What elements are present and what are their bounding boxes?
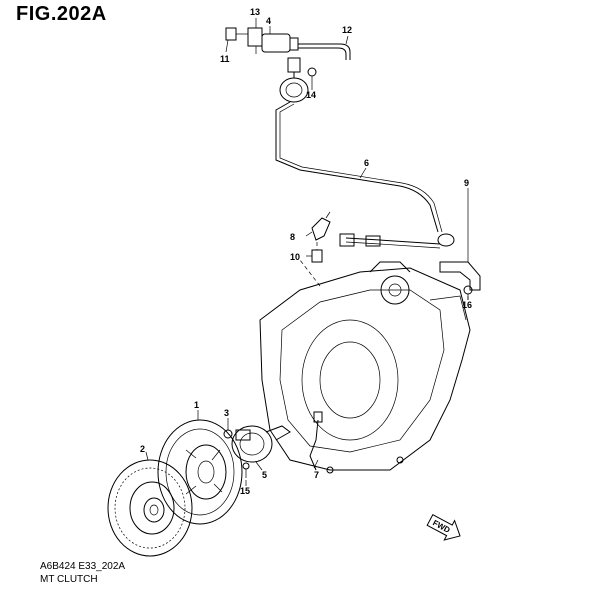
callout-3: 3 [224,408,229,418]
callout-16: 16 [462,300,472,310]
callout-4: 4 [266,16,271,26]
leader-lines [145,18,469,486]
callout-13: 13 [250,7,260,17]
master-cylinder [225,27,351,103]
pipe-bracket [439,261,481,300]
clutch-pipe [275,101,455,249]
callout-2: 2 [140,444,145,454]
callout-12: 12 [342,25,352,35]
callout-14: 14 [306,90,316,100]
clutch-disc [107,459,193,557]
transmission-housing [259,259,471,474]
callout-1: 1 [194,400,199,410]
callout-15: 15 [240,486,250,496]
union-fitting [311,211,331,263]
release-hose [309,411,323,471]
figure-caption: MT CLUTCH [40,574,98,585]
callout-numbers: 13 4 12 11 14 6 8 10 9 16 1 2 3 5 15 7 [140,7,472,496]
callout-6: 6 [364,158,369,168]
callout-9: 9 [464,178,469,188]
callout-5: 5 [262,470,267,480]
clutch-cover [157,419,243,525]
figure-title: FIG.202A [16,3,107,25]
callout-7: 7 [314,470,319,480]
fwd-arrow: FWD [426,514,461,541]
callout-8: 8 [290,232,295,242]
release-bearing [223,424,291,478]
figure-code: A6B424 E33_202A [40,561,126,572]
callout-10: 10 [290,252,300,262]
callout-11: 11 [220,54,230,64]
